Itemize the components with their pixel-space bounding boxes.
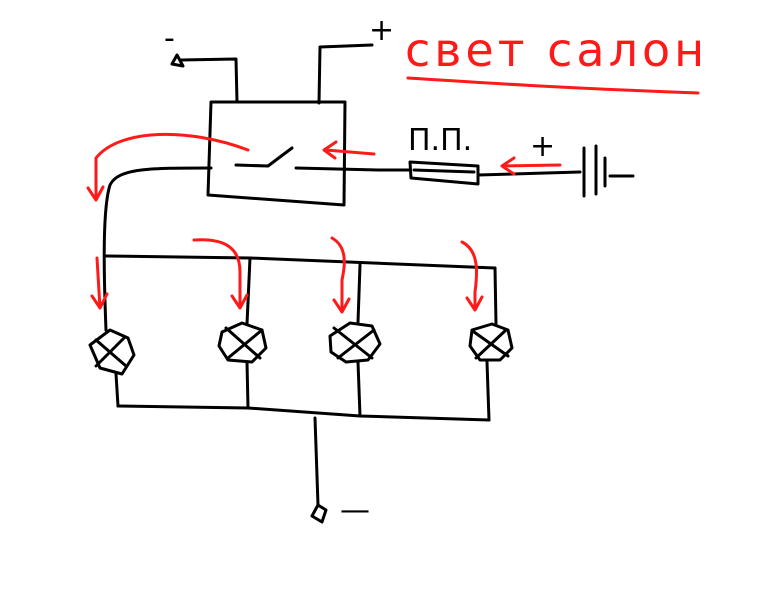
ground-return: — (116, 404, 491, 528)
lamp-1 (88, 328, 136, 408)
fuse-body (408, 160, 480, 186)
ground-minus-label: — (340, 493, 370, 528)
fuse: П.П. (376, 123, 582, 186)
battery-plates (582, 144, 635, 198)
lamp-2-wire-bottom (245, 360, 250, 410)
fuse-wire-out (476, 170, 582, 177)
lamp-2 (217, 256, 268, 410)
feed-wire (102, 166, 213, 332)
lamp-1-bulb (88, 328, 136, 376)
arrow-into-switch (322, 140, 376, 160)
minus-terminal-label: - (164, 21, 175, 56)
plus-terminal-label: + (369, 13, 394, 48)
diagram-title: свет салон (405, 23, 708, 77)
current-flow-arrows (86, 132, 562, 314)
bottom-bus-wire (116, 404, 491, 422)
title-underline (406, 76, 700, 95)
switch-box (206, 100, 380, 207)
lamp-4-wire-bottom (485, 360, 491, 422)
switch-contact (234, 146, 380, 172)
arrow-switch-to-feed (86, 132, 250, 202)
lamp-3 (328, 263, 382, 418)
fuse-label: П.П. (408, 123, 472, 158)
lamp-2-wire-top (245, 256, 252, 326)
lamp-4-bulb (468, 322, 514, 362)
arrow-lamp-1 (90, 256, 109, 310)
battery: + (530, 129, 635, 198)
plus-lead-wire (317, 43, 374, 105)
title-group: свет салон (405, 23, 708, 95)
lamp-2-bulb (217, 321, 268, 364)
battery-plus-label: + (530, 129, 555, 164)
top-bus-wire (104, 254, 497, 270)
arrow-lamp-4 (460, 240, 484, 312)
arrow-lamp-3 (330, 236, 351, 314)
lamp-3-bulb (328, 321, 382, 364)
lamp-3-wire-top (356, 263, 362, 324)
lamp-1-wire-bottom (114, 372, 120, 408)
ground-terminal-ring (310, 503, 328, 524)
switch-box-outline (206, 100, 347, 207)
ground-lead-wire (313, 416, 320, 507)
lamp-4 (468, 266, 514, 422)
lamp-4-wire-top (493, 266, 498, 326)
minus-lead-wire (179, 57, 239, 104)
lamp-feed (102, 166, 497, 332)
lamp-3-wire-bottom (356, 360, 362, 418)
top-terminals: - + (164, 13, 394, 105)
arrow-lamp-2 (192, 238, 249, 310)
arrow-battery-to-fuse (500, 156, 562, 176)
